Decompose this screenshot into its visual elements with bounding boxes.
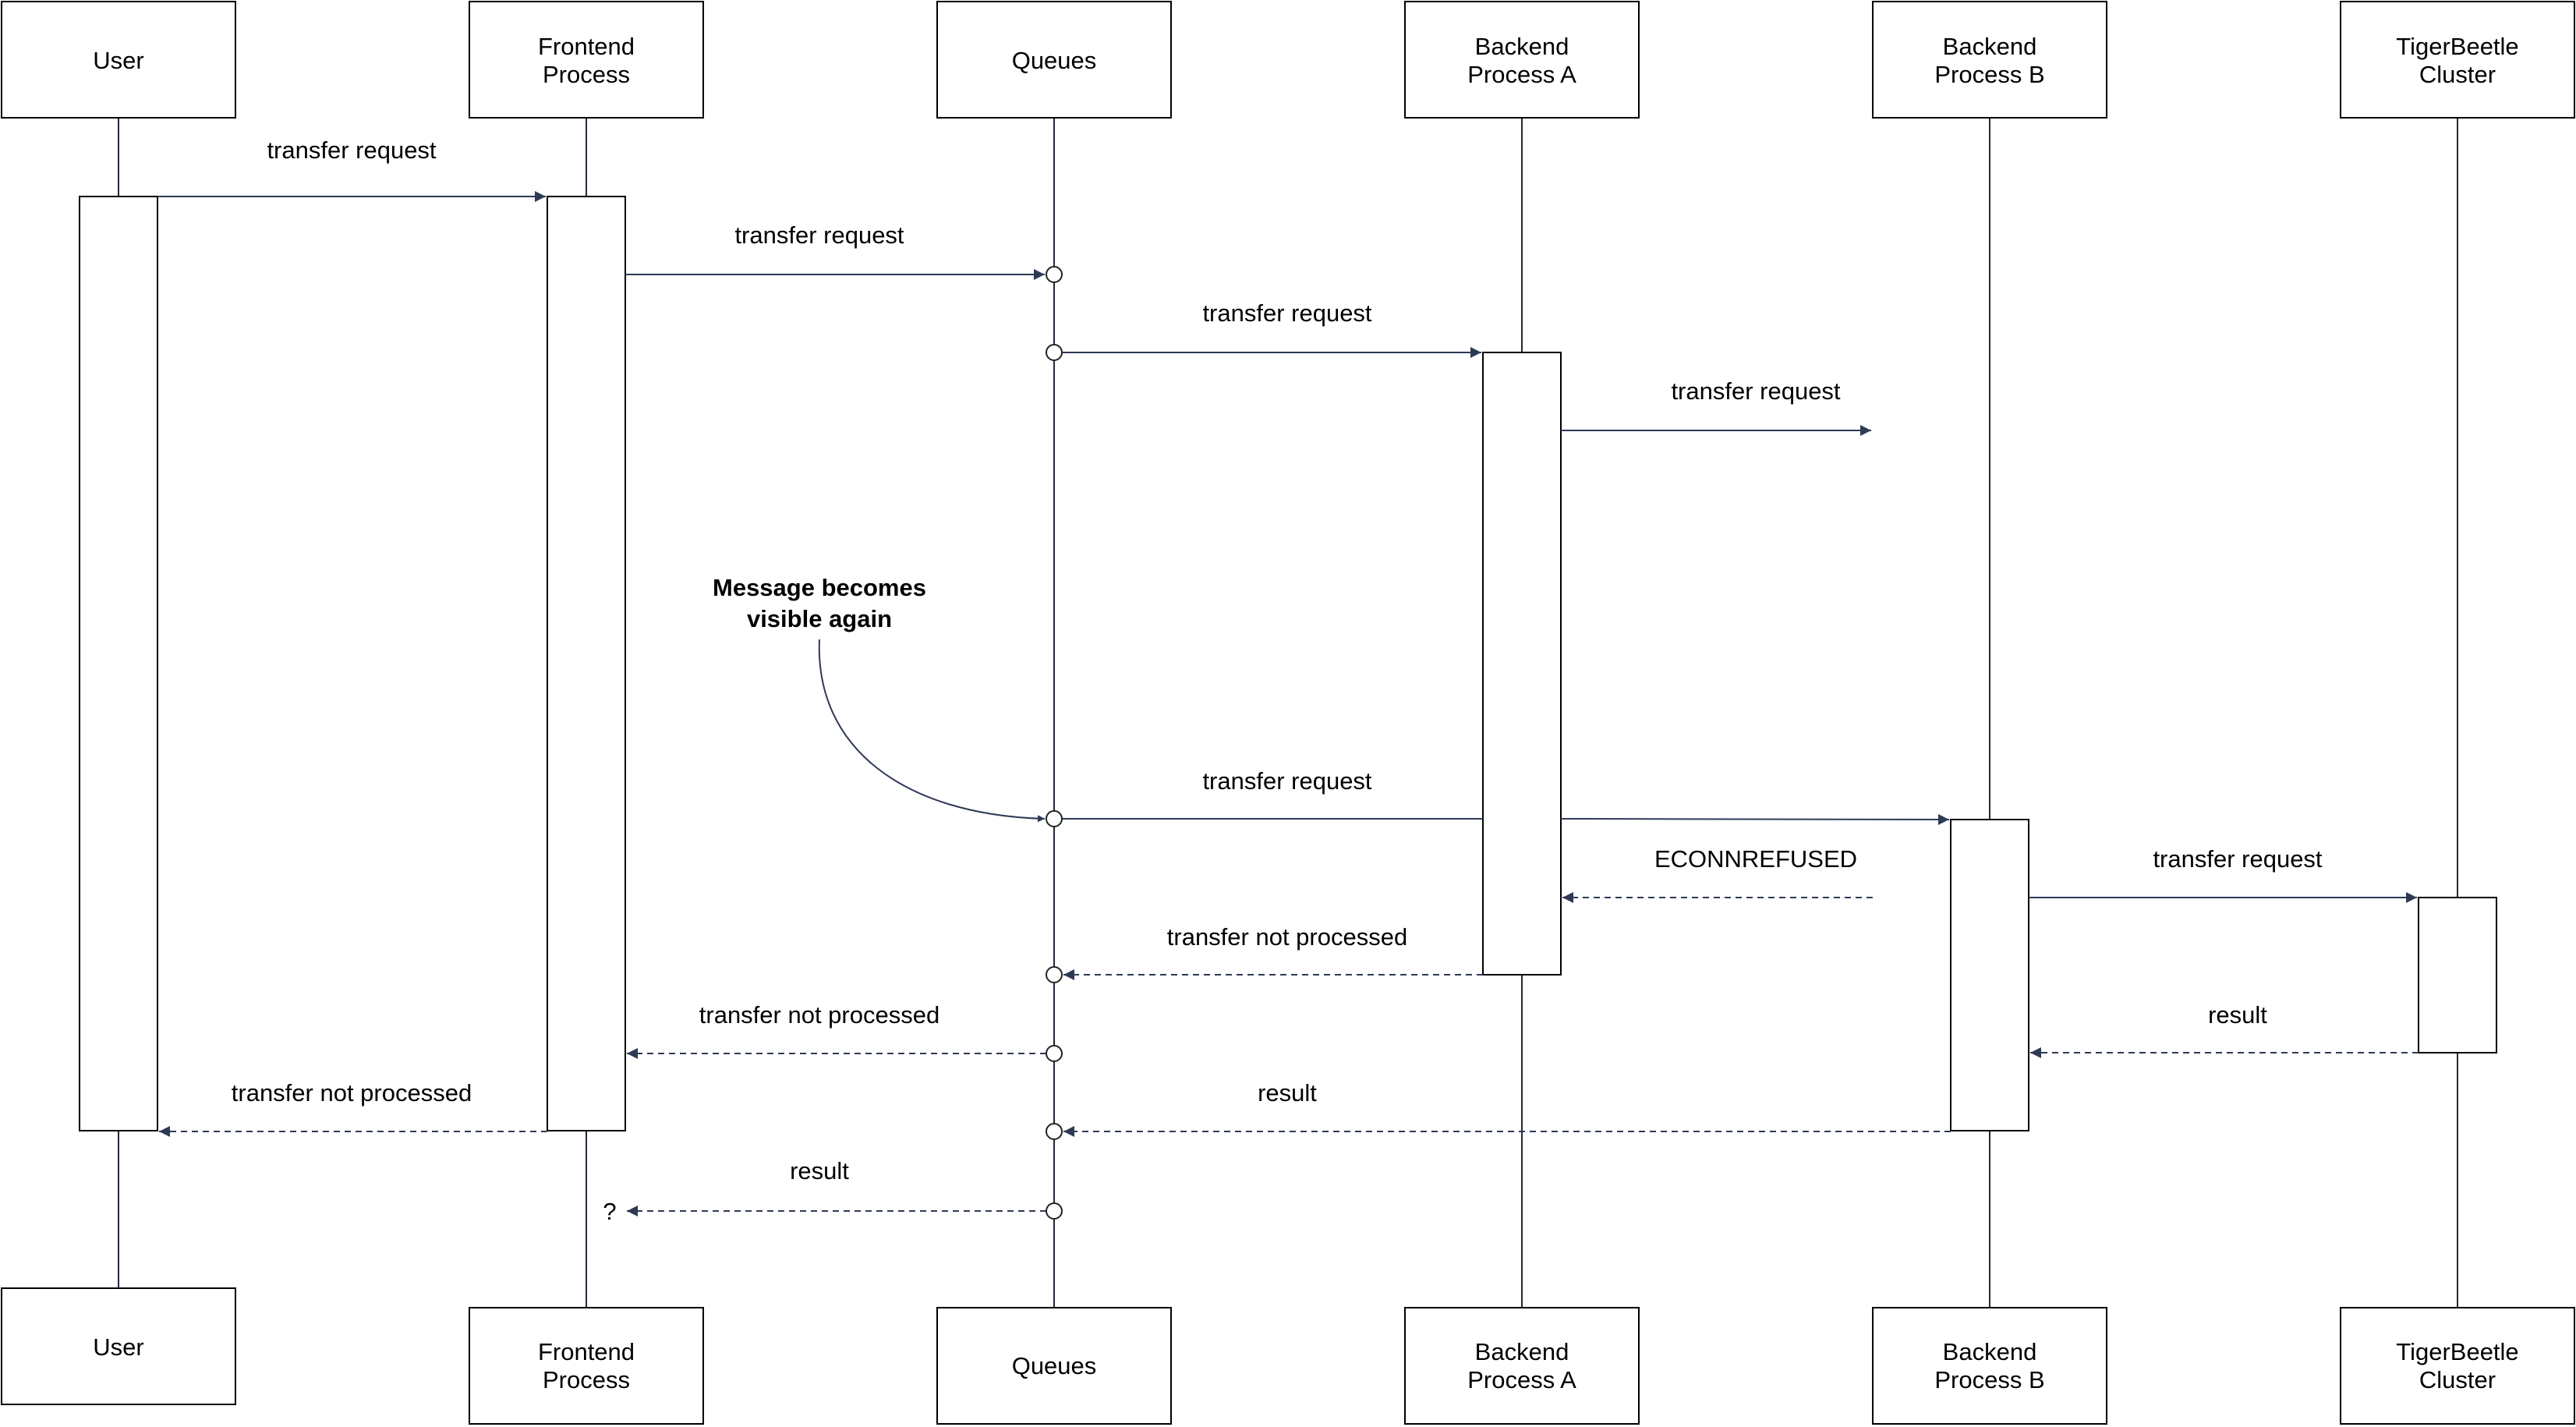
participant-queues-bottom: Queues (936, 1307, 1172, 1425)
unknown-receiver-marker: ? (603, 1198, 616, 1225)
message-label: transfer request (1671, 377, 1840, 405)
message-user-to-frontend-request: transfer request (157, 136, 546, 202)
message-frontend-to-user-not-processed: transfer not processed (159, 1079, 547, 1137)
participant-label-line-1: TigerBeetle (2396, 33, 2518, 60)
activation-backend-b (1950, 819, 2029, 1131)
participant-frontend-top: Frontend Process (469, 1, 704, 119)
participant-header-row: User Frontend Process Queues Backend Pro… (1, 1, 2575, 119)
message-backend-a-lost-request: transfer request (1561, 377, 1871, 436)
participant-label-line-1: Backend (1943, 33, 2037, 60)
message-queues-to-backend-a-request: transfer request (1046, 299, 1481, 361)
participant-label-line-1: TigerBeetle (2396, 1338, 2518, 1365)
message-label: transfer not processed (232, 1079, 472, 1107)
participant-label-line-1: Backend (1943, 1338, 2037, 1365)
activation-backend-a (1482, 352, 1562, 976)
activation-user (79, 196, 158, 1131)
message-backend-a-to-queues-not-processed: transfer not processed (1046, 923, 1483, 983)
message-queues-to-frontend-not-processed: transfer not processed (627, 1001, 1063, 1062)
participant-frontend-bottom: Frontend Process (469, 1307, 704, 1425)
lifelines (118, 118, 2458, 1308)
message-queues-to-unknown-result: result ? (603, 1157, 1063, 1225)
message-label: transfer not processed (1167, 923, 1407, 951)
message-econnrefused: ECONNREFUSED (1562, 845, 1873, 903)
participant-backend-b-bottom: Backend Process B (1872, 1307, 2107, 1425)
participant-label-line-1: Backend (1475, 33, 1569, 60)
participant-label-line-2: Process A (1467, 1366, 1576, 1393)
message-label: transfer request (267, 136, 436, 164)
note-line-2: visible again (747, 605, 892, 632)
activation-frontend (547, 196, 626, 1131)
participant-label-line-2: Process B (1934, 1366, 2044, 1393)
note-line-1: Message becomes (713, 574, 926, 601)
message-label: result (2208, 1001, 2267, 1029)
message-frontend-to-queues-request: transfer request (625, 221, 1063, 283)
message-backend-b-to-tigerbeetle-request: transfer request (2029, 845, 2417, 903)
queue-circle (1046, 1045, 1063, 1062)
participant-tigerbeetle-top: TigerBeetle Cluster (2340, 1, 2575, 119)
participant-backend-b-top: Backend Process B (1872, 1, 2107, 119)
participant-tigerbeetle-bottom: TigerBeetle Cluster (2340, 1307, 2575, 1425)
message-queues-to-backend-b-request: transfer request (1046, 767, 1950, 827)
message-label: transfer request (1202, 299, 1371, 327)
message-label: transfer request (734, 221, 904, 249)
message-tigerbeetle-to-backend-b-result: result (2030, 1001, 2419, 1058)
queue-circle (1046, 1123, 1063, 1140)
participant-label-line-2: Process (543, 1366, 630, 1393)
participant-backend-a-bottom: Backend Process A (1404, 1307, 1640, 1425)
participant-footer-row: User Frontend Process Queues Backend Pro… (1, 1287, 2575, 1425)
participant-label-line-2: Cluster (2419, 1366, 2496, 1393)
note-pointer (818, 639, 1046, 823)
message-label: result (790, 1157, 849, 1184)
participant-user-top: User (1, 1, 236, 119)
participant-queues-top: Queues (936, 1, 1172, 119)
message-label: ECONNREFUSED (1654, 845, 1857, 873)
participant-label-line-1: Backend (1475, 1338, 1569, 1365)
participant-user-bottom: User (1, 1287, 236, 1405)
message-label: transfer request (2153, 845, 2322, 873)
participant-label: Queues (1012, 1352, 1097, 1379)
participant-backend-a-top: Backend Process A (1404, 1, 1640, 119)
queue-circle (1046, 266, 1063, 283)
message-label: result (1258, 1079, 1317, 1107)
participant-label: User (93, 47, 143, 74)
participant-label-line-1: Frontend (538, 1338, 635, 1365)
participant-label-line-2: Process (543, 61, 630, 88)
message-backend-b-to-queues-result: result (1046, 1079, 1951, 1140)
participant-label-line-2: Cluster (2419, 61, 2496, 88)
queue-circle (1046, 966, 1063, 983)
messages: transfer request transfer request transf… (157, 136, 2419, 1225)
note-message-visible-again: Message becomes visible again (713, 574, 1046, 823)
participant-label-line-1: Frontend (538, 33, 635, 60)
participant-label-line-2: Process A (1467, 61, 1576, 88)
message-label: transfer not processed (699, 1001, 939, 1029)
queue-circle (1046, 1202, 1063, 1220)
queue-circle (1046, 344, 1063, 361)
activation-tigerbeetle (2418, 897, 2497, 1053)
participant-label: Queues (1012, 47, 1097, 74)
message-label: transfer request (1202, 767, 1371, 795)
activations (79, 196, 2497, 1131)
participant-label-line-2: Process B (1934, 61, 2044, 88)
queue-circle (1046, 810, 1063, 827)
participant-label: User (93, 1333, 143, 1361)
